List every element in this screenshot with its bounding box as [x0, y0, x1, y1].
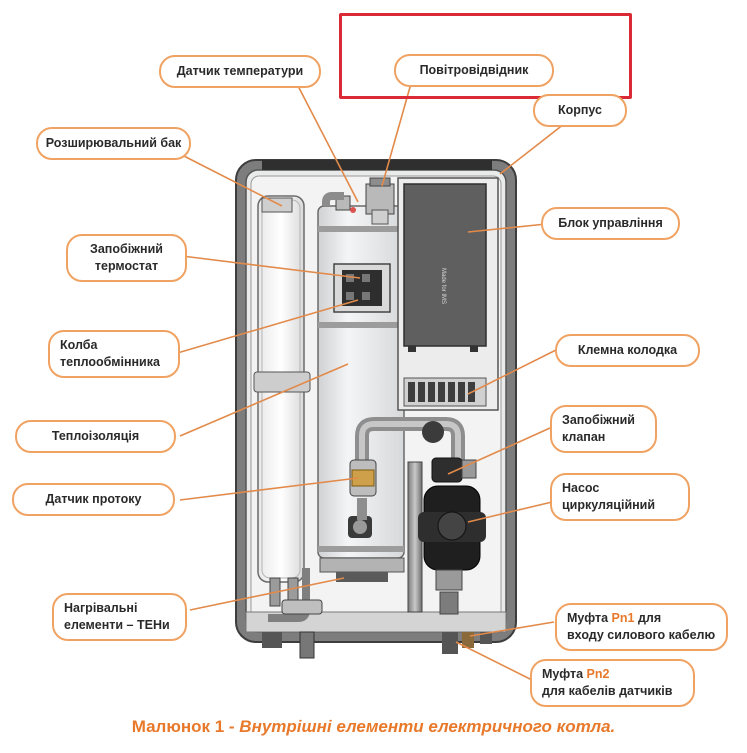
label-circulation-pump-line2: циркуляційний	[562, 498, 656, 512]
label-expansion-tank: Розширювальний бак	[36, 127, 191, 160]
label-safety-valve-line2: клапан	[562, 430, 606, 444]
label-safety-thermostat-line2: термостат	[94, 259, 159, 273]
control-unit: Made for IMS	[397, 177, 499, 411]
label-flow-sensor-text: Датчик протоку	[45, 492, 142, 506]
label-coupling-pn1-code: Pn1	[611, 611, 635, 625]
riser-pipe	[322, 177, 395, 225]
label-housing: Корпус	[533, 94, 627, 127]
label-terminal-block: Клемна колодка	[555, 334, 700, 367]
label-thermal-insulation-text: Теплоізоляція	[51, 429, 140, 443]
heating-elements	[268, 557, 405, 622]
label-safety-thermostat: Запобіжний термостат	[66, 234, 187, 282]
figure-caption: Малюнок 1 - Внутрішні елементи електричн…	[0, 717, 747, 737]
label-coupling-pn1: Муфта Pn1 для входу силового кабелю	[555, 603, 728, 651]
control-unit-panel-text: Made for IMS	[440, 268, 446, 304]
label-coupling-pn2-prefix: Муфта	[542, 667, 587, 681]
label-heat-exchanger-flask: Колба теплообмінника	[48, 330, 180, 378]
safety-valve	[431, 457, 477, 483]
label-coupling-pn1-prefix: Муфта	[567, 611, 612, 625]
label-air-vent: Повітровідвідник	[394, 54, 554, 87]
label-housing-text: Корпус	[557, 103, 603, 117]
figure-caption-number: Малюнок 1 -	[131, 717, 240, 736]
label-circulation-pump-line1: Насос	[562, 481, 600, 495]
label-coupling-pn2-line1: Муфта Pn2	[542, 666, 683, 683]
figure-caption-text: Внутрішні елементи електричного котла.	[239, 717, 616, 736]
air-vent-highlight-frame	[339, 13, 632, 99]
bottom-fittings	[262, 631, 492, 659]
heat-exchanger-flask	[317, 195, 405, 559]
label-heating-elements: Нагрівальні елементи – ТЕНи	[52, 593, 187, 641]
label-terminal-block-text: Клемна колодка	[577, 343, 678, 357]
label-circulation-pump: Насос циркуляційний	[550, 473, 690, 521]
label-temperature-sensor: Датчик температури	[159, 55, 321, 88]
label-thermal-insulation: Теплоізоляція	[15, 420, 176, 453]
label-heating-elements-line2: елементи – ТЕНи	[64, 618, 170, 632]
leader-lines	[173, 79, 565, 681]
label-temperature-sensor-text: Датчик температури	[176, 64, 304, 78]
label-coupling-pn1-line1: Муфта Pn1 для	[567, 610, 716, 627]
label-control-unit-text: Блок управління	[558, 216, 663, 230]
flow-pipes	[349, 417, 465, 613]
label-coupling-pn1-suffix: для	[634, 611, 662, 625]
label-heat-exchanger-flask-line2: теплообмінника	[60, 355, 160, 369]
label-expansion-tank-text: Розширювальний бак	[45, 136, 182, 150]
label-safety-valve: Запобіжний клапан	[550, 405, 657, 453]
label-flow-sensor: Датчик протоку	[12, 483, 175, 516]
label-coupling-pn2-line2: для кабелів датчиків	[542, 684, 673, 698]
label-safety-thermostat-line1: Запобіжний	[90, 242, 163, 256]
label-heating-elements-line1: Нагрівальні	[64, 601, 138, 615]
label-coupling-pn1-line2: входу силового кабелю	[567, 628, 716, 642]
label-coupling-pn2: Муфта Pn2 для кабелів датчиків	[530, 659, 695, 707]
label-safety-valve-line1: Запобіжний	[562, 413, 635, 427]
label-heat-exchanger-flask-line1: Колба	[60, 338, 98, 352]
circulation-pump	[418, 485, 486, 615]
label-coupling-pn2-code: Pn2	[586, 667, 610, 681]
label-air-vent-text: Повітровідвідник	[419, 63, 529, 77]
label-control-unit: Блок управління	[541, 207, 680, 240]
